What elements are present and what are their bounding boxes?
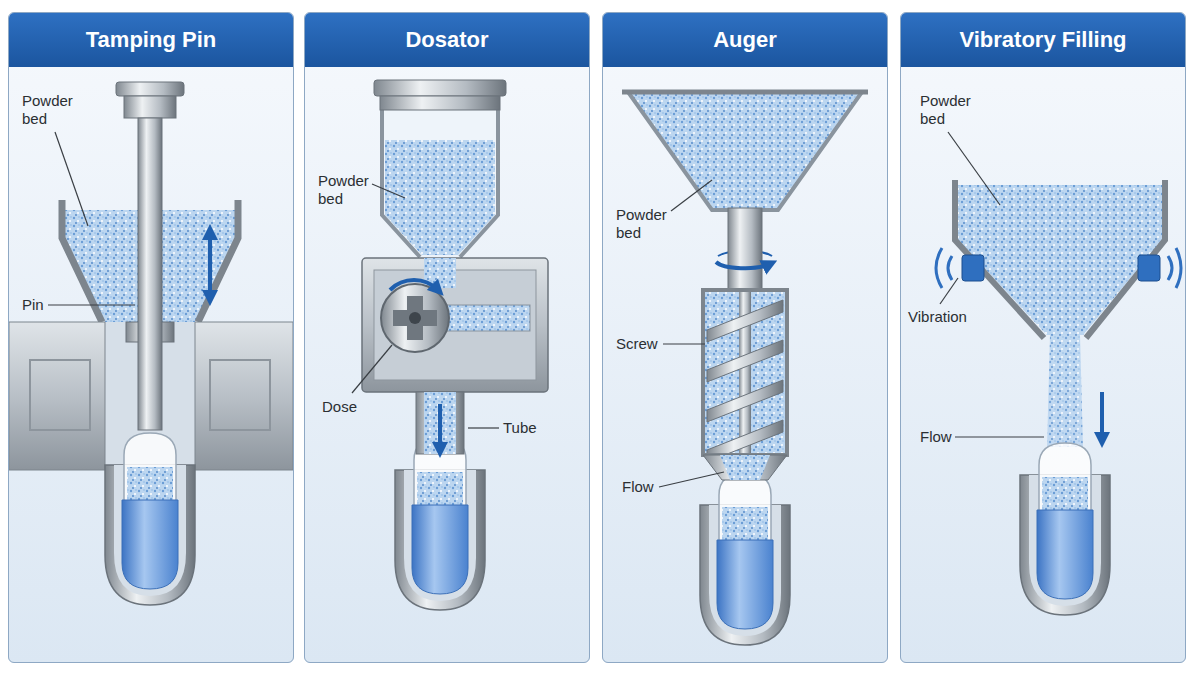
panel-header: Tamping Pin xyxy=(9,13,293,67)
tamping-pin-machine xyxy=(9,82,293,605)
panel: Vibratory Filling xyxy=(900,12,1186,663)
panel-title: Dosator xyxy=(405,27,488,53)
part-label: Powder bed xyxy=(616,206,676,242)
panel-ground xyxy=(8,12,1186,663)
part-label: Tube xyxy=(503,419,537,437)
part-label: Powder bed xyxy=(920,92,980,128)
part-label: Flow xyxy=(622,478,654,496)
panel: Tamping Pin xyxy=(8,12,294,663)
part-label: Powder bed xyxy=(22,92,82,128)
panel-header: Dosator xyxy=(305,13,589,67)
panel-title: Auger xyxy=(713,27,777,53)
panel-header: Auger xyxy=(603,13,887,67)
part-label: Powder bed xyxy=(318,172,378,208)
vibratory-machine xyxy=(936,180,1181,615)
dosator-machine xyxy=(362,80,548,610)
panel-header: Vibratory Filling xyxy=(901,13,1185,67)
auger-machine xyxy=(622,92,868,645)
panel-title: Tamping Pin xyxy=(86,27,216,53)
part-label: Flow xyxy=(920,428,952,446)
panel-title: Vibratory Filling xyxy=(959,27,1126,53)
part-label: Pin xyxy=(22,296,44,314)
part-label: Vibration xyxy=(908,308,967,326)
part-label: Dose xyxy=(322,398,357,416)
leader-line xyxy=(48,132,1044,487)
panel: Dosator xyxy=(304,12,590,663)
part-label: Screw xyxy=(616,335,658,353)
